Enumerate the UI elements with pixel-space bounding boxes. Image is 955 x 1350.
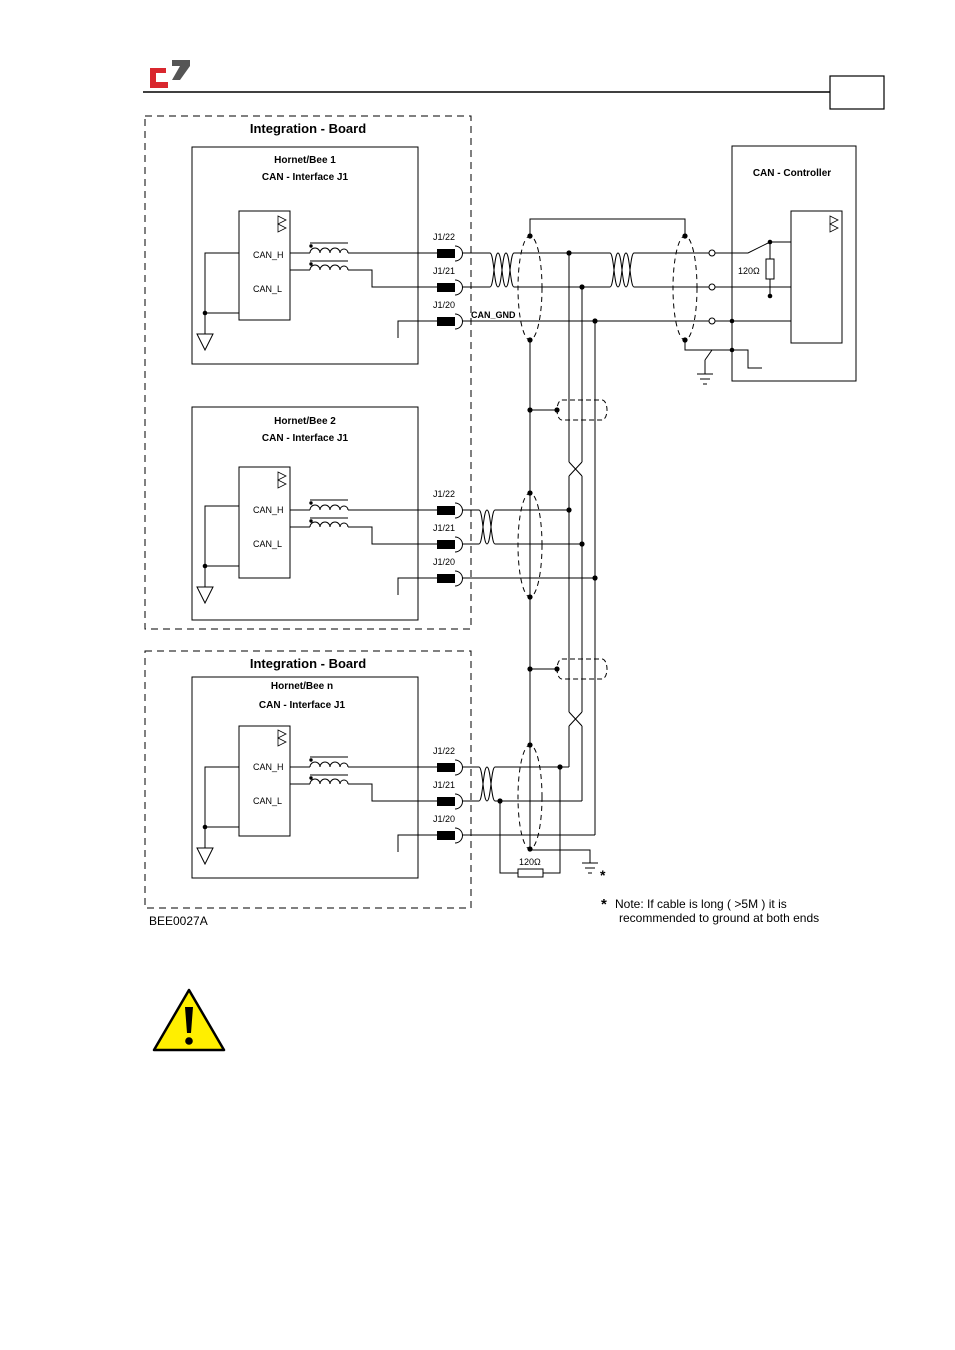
integration-board-bottom	[144, 650, 472, 909]
drive-1-pin-21: J1/21	[433, 266, 455, 276]
drive-1-pin-22: J1/22	[433, 232, 455, 242]
drive-1: Hornet/Bee 1 CAN - Interface J1 CAN_H CA…	[191, 146, 463, 365]
drive-n-interface: CAN - Interface J1	[259, 700, 346, 711]
drive-2-interface: CAN - Interface J1	[262, 433, 349, 444]
company-logo	[150, 60, 190, 88]
drive-2: Hornet/Bee 2 CAN - Interface J1 CAN_H CA…	[191, 406, 463, 621]
note-line-2: recommended to ground at both ends	[619, 911, 819, 925]
controller-title: CAN - Controller	[753, 168, 831, 179]
drive-n-pin-21: J1/21	[433, 780, 455, 790]
drive-1-name: Hornet/Bee 1	[274, 155, 336, 166]
figure-code: BEE0027A	[149, 914, 208, 928]
drive-n-transceiver	[238, 725, 291, 837]
drive-n-pin-22: J1/22	[433, 746, 455, 756]
page-number-box	[829, 75, 885, 110]
drive-1-ground-icon	[196, 333, 214, 352]
drive-2-pin-22: J1/22	[433, 489, 455, 499]
controller-termination-resistor	[765, 258, 775, 280]
drive-n-name: Hornet/Bee n	[271, 681, 333, 692]
junction-dots	[497, 233, 688, 852]
ground-star-marker: *	[600, 867, 606, 883]
drive-1-can-h: CAN_H	[253, 250, 284, 260]
warning-triangle-icon	[152, 988, 226, 1052]
integration-board-top-title: Integration - Board	[250, 121, 366, 136]
note-star: *	[601, 896, 607, 913]
end-resistor-label: 120Ω	[519, 857, 541, 867]
drive-2-can-l: CAN_L	[253, 539, 282, 549]
drive-2-can-h: CAN_H	[253, 505, 284, 515]
drive-2-name: Hornet/Bee 2	[274, 416, 336, 427]
controller-transceiver	[790, 210, 843, 344]
controller-resistor-label: 120Ω	[738, 266, 760, 276]
drive-1-interface: CAN - Interface J1	[262, 172, 349, 183]
can-gnd-label: CAN_GND	[471, 310, 516, 320]
drive-2-ground-icon	[196, 586, 214, 605]
drive-1-pin-20: J1/20	[433, 300, 455, 310]
drive-n-can-h: CAN_H	[253, 762, 284, 772]
can-controller: CAN - Controller 120Ω	[708, 145, 857, 382]
drive-2-pin-20: J1/20	[433, 557, 455, 567]
drive-2-transceiver	[238, 466, 291, 579]
drive-n-pin-20: J1/20	[433, 814, 455, 824]
integration-board-top	[144, 115, 472, 630]
drive-2-pin-21: J1/21	[433, 523, 455, 533]
drive-n-can-l: CAN_L	[253, 796, 282, 806]
drive-n-ground-icon	[196, 847, 214, 866]
drive-1-transceiver	[238, 210, 291, 321]
drive-1-can-l: CAN_L	[253, 284, 282, 294]
end-termination-resistor	[517, 868, 544, 878]
drive-n: Hornet/Bee n CAN - Interface J1 CAN_H CA…	[191, 676, 463, 879]
note-line-1: Note: If cable is long ( >5M ) it is	[615, 897, 787, 911]
integration-board-bottom-title: Integration - Board	[250, 656, 366, 671]
